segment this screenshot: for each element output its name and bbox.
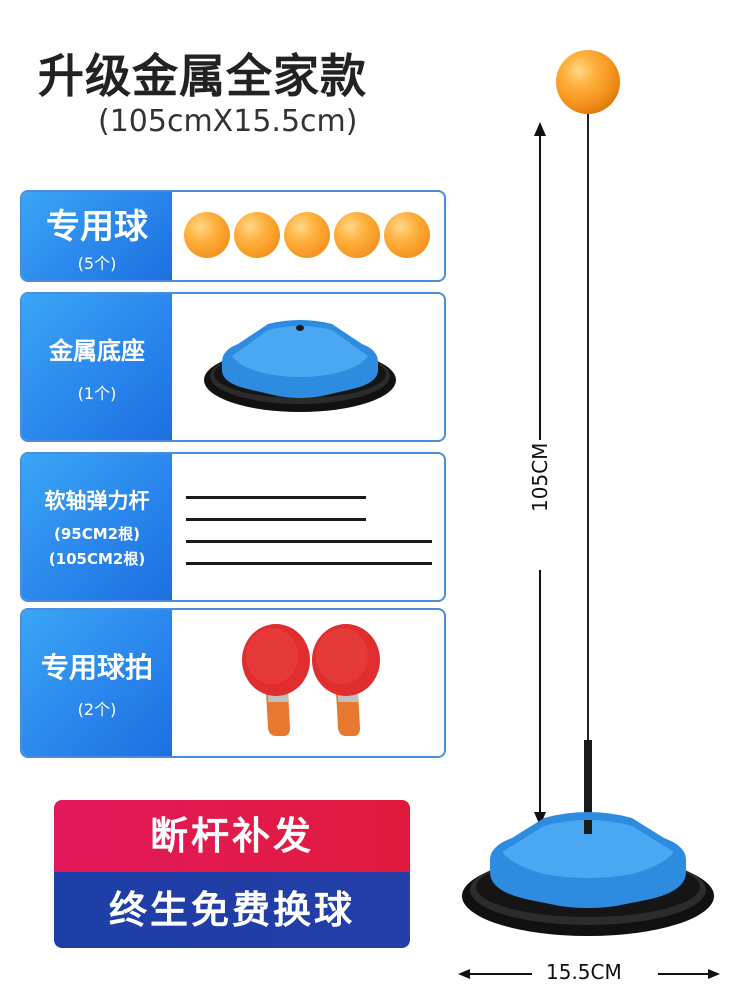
- ball-icon: [556, 50, 620, 114]
- rod-icon: [186, 496, 366, 499]
- item-card-paddles: 专用球拍 (2个): [20, 608, 446, 758]
- ball-icon: [284, 212, 330, 258]
- metal-base-icon: [204, 320, 396, 412]
- item-label: 金属底座 (1个): [22, 294, 172, 440]
- item-name: 金属底座: [49, 336, 145, 365]
- product-size: (105cmX15.5cm): [98, 104, 358, 139]
- product-illustration: [458, 50, 720, 979]
- paddles-illustration: [172, 610, 444, 756]
- item-label: 专用球拍 (2个): [22, 610, 172, 756]
- rod-icon: [186, 540, 432, 543]
- rods-illustration: [172, 454, 444, 600]
- item-card-balls: 专用球 (5个): [20, 190, 446, 282]
- item-card-rods: 软轴弹力杆 (95CM2根) (105CM2根): [20, 452, 446, 602]
- item-quantity: (5个): [77, 253, 117, 273]
- item-name: 专用球: [46, 206, 148, 247]
- banner-rod-replacement: 断杆补发: [54, 800, 410, 872]
- ball-icon: [184, 212, 230, 258]
- base-illustration: [172, 294, 444, 440]
- rod-icon: [186, 562, 432, 565]
- item-name: 软轴弹力杆: [44, 489, 150, 513]
- paddle-icon: [242, 624, 310, 736]
- balls-illustration: [172, 192, 444, 280]
- dimension-width-label: 15.5CM: [546, 960, 622, 984]
- banner-free-ball-exchange: 终生免费换球: [54, 872, 410, 948]
- item-quantity: (1个): [77, 383, 117, 403]
- item-quantity-95: (95CM2根): [54, 525, 140, 543]
- item-label: 专用球 (5个): [22, 192, 172, 280]
- ball-icon: [234, 212, 280, 258]
- item-label: 软轴弹力杆 (95CM2根) (105CM2根): [22, 454, 172, 600]
- ball-icon: [334, 212, 380, 258]
- item-card-base: 金属底座 (1个): [20, 292, 446, 442]
- item-name: 专用球拍: [40, 651, 153, 684]
- item-quantity-105: (105CM2根): [48, 550, 146, 568]
- rod-icon: [186, 518, 366, 521]
- paddle-icon: [312, 624, 380, 736]
- dimension-height-label: 105CM: [528, 442, 552, 512]
- ball-icon: [384, 212, 430, 258]
- page-title: 升级金属全家款: [38, 49, 367, 103]
- item-quantity: (2个): [77, 700, 117, 719]
